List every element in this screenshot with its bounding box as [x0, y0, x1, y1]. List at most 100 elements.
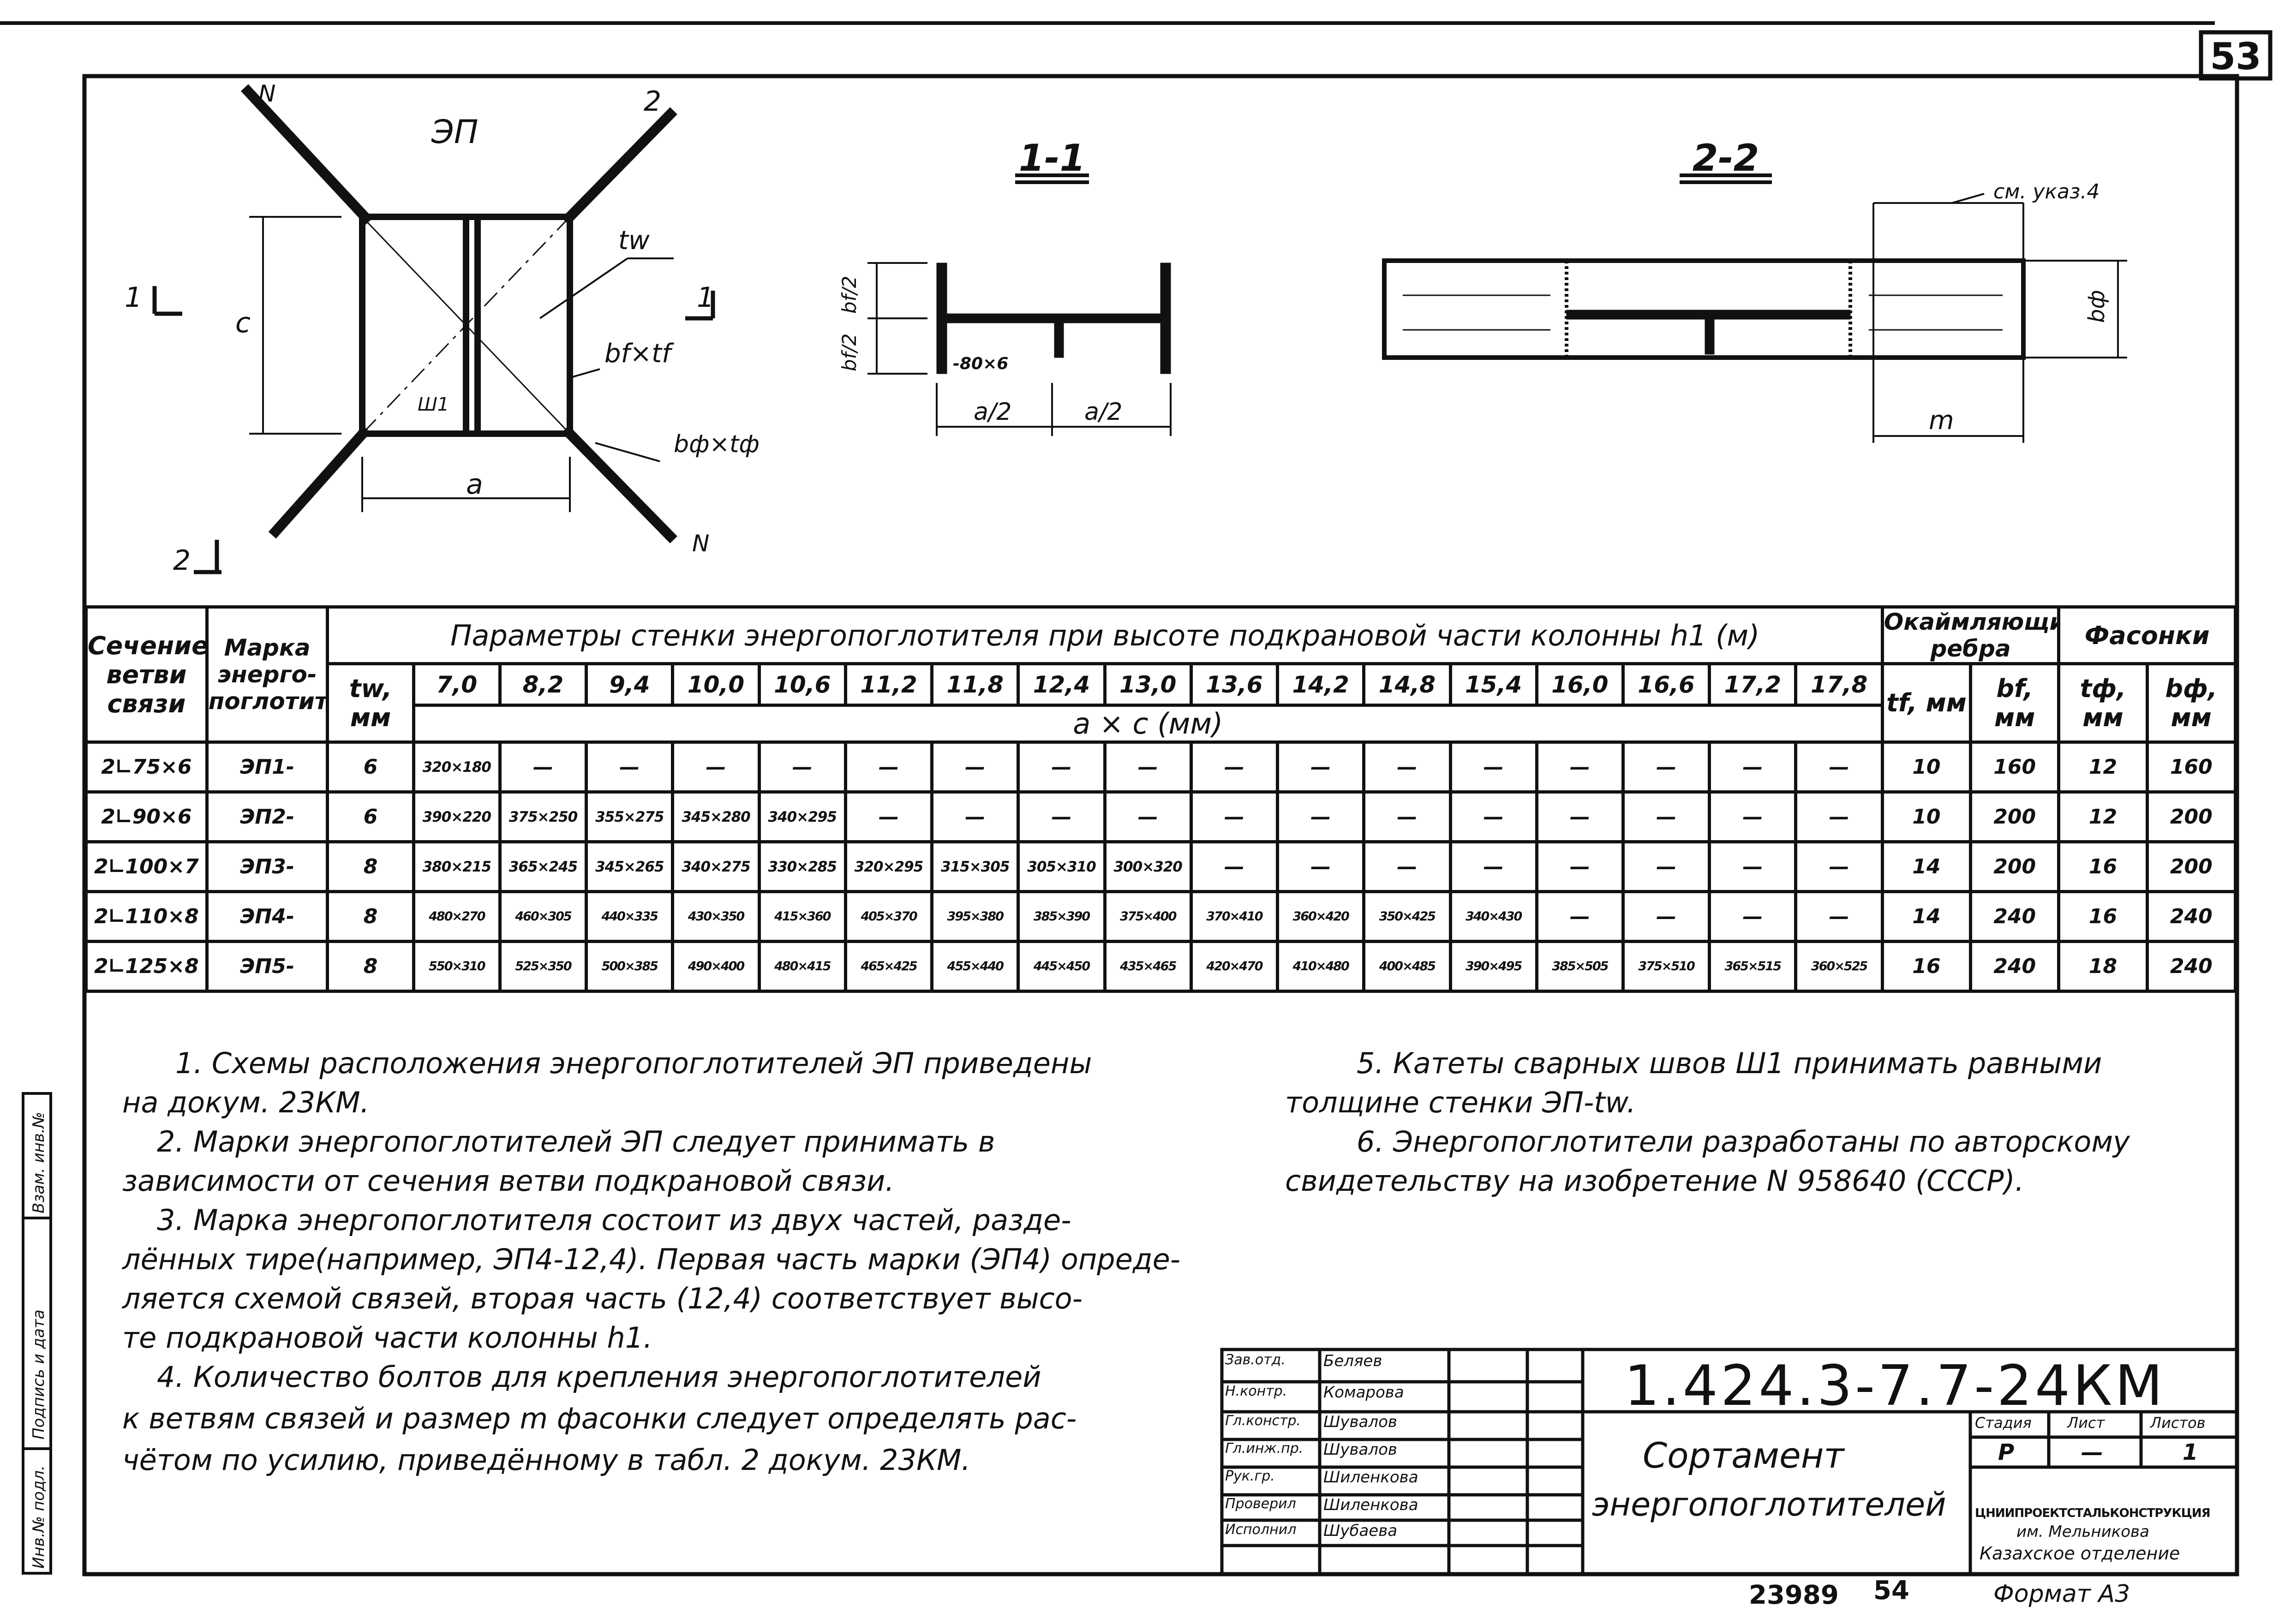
table-cell: — [1794, 840, 1884, 893]
side-stamp [22, 1092, 52, 1575]
table-cell: 2∟125×8 [84, 940, 209, 993]
header-bf: bf, мм [1969, 662, 2061, 744]
org-name-3: Казахское отделение [1980, 1543, 2180, 1564]
table-cell: 465×425 [843, 940, 934, 993]
side-stamp-replace: Взам. инв.№ [30, 1112, 48, 1213]
org-name-1: ЦНИИПРОЕКТСТАЛЬКОНСТРУКЦИЯ [1975, 1506, 2211, 1520]
header-tf: tf, мм [1880, 662, 1973, 744]
table-cell: 355×275 [585, 790, 675, 843]
role-label: Гл.констр. [1225, 1413, 1301, 1429]
n-label-bottom: N [692, 530, 709, 557]
note-5b: толщине стенки ЭП-tw. [1285, 1086, 1636, 1119]
sheet-number: 53 [2210, 35, 2261, 78]
ep-view [152, 84, 715, 574]
table-cell: — [1189, 790, 1280, 843]
table-cell: 375×510 [1621, 940, 1711, 993]
table-cell: 240 [1969, 940, 2061, 993]
doc-code: 1.424.3-7.7-24КМ [1624, 1354, 2165, 1418]
table-cell: — [1535, 790, 1625, 843]
table-cell: — [1621, 790, 1711, 843]
table-cell: — [1017, 790, 1107, 843]
table-cell: 480×415 [757, 940, 847, 993]
table-cell: 390×495 [1448, 940, 1538, 993]
table-cell: 345×280 [671, 790, 761, 843]
table-cell: — [930, 790, 1020, 843]
table-cell: 2∟90×6 [84, 790, 209, 843]
header-tph: tф, мм [2057, 662, 2149, 744]
table-cell: — [1189, 840, 1280, 893]
table-cell: 8 [326, 840, 415, 893]
table-cell: — [1621, 840, 1711, 893]
table-cell: 200 [1969, 840, 2061, 893]
table-cell: 300×320 [1103, 840, 1193, 893]
plate-label: -80×6 [953, 354, 1008, 373]
header-ribs: Окаймляющие ребра [1880, 605, 2061, 665]
bph-tph-label: bф×tф [674, 430, 760, 458]
person-name: Комарова [1323, 1383, 1404, 1402]
table-cell: 240 [2145, 940, 2237, 993]
table-cell: 8 [326, 890, 415, 943]
table-cell: — [1362, 840, 1452, 893]
table-cell: — [1794, 790, 1884, 843]
dim-a2-left: a/2 [974, 398, 1011, 426]
table-cell: — [1362, 740, 1452, 794]
table-cell: — [671, 740, 761, 794]
section-2-2 [1382, 173, 2127, 443]
height-col: 17,2 [1708, 662, 1798, 707]
table-cell: — [1794, 890, 1884, 943]
table-cell: 16 [2057, 840, 2149, 893]
note-4c: чётом по усилию, приведённому в табл. 2 … [122, 1443, 971, 1477]
section-mark-2-top: 2 [644, 85, 661, 118]
table-cell: 340×275 [671, 840, 761, 893]
table-cell: ЭП4- [205, 890, 329, 943]
note-ref-label: см. указ.4 [1993, 180, 2100, 203]
weld-label: Ш1 [418, 394, 449, 415]
doc-name-2: энергопоглотителей [1592, 1486, 1946, 1523]
table-cell: 320×180 [412, 740, 502, 794]
height-col: 10,0 [671, 662, 761, 707]
table-cell: 360×525 [1794, 940, 1884, 993]
dim-a-label: a [466, 468, 483, 501]
table-cell: 360×420 [1276, 890, 1366, 943]
table-cell: 18 [2057, 940, 2149, 993]
table-cell: 8 [326, 940, 415, 993]
header-params: Параметры стенки энергопоглотителя при в… [326, 605, 1884, 665]
person-name: Беляев [1323, 1352, 1382, 1370]
side-stamp-sign: Подпись и дата [30, 1309, 48, 1439]
height-col: 17,8 [1794, 662, 1884, 707]
table-cell: — [1794, 740, 1884, 794]
table-cell: 160 [2145, 740, 2237, 794]
person-name: Шубаева [1323, 1522, 1398, 1540]
table-cell: — [1276, 840, 1366, 893]
table-cell: 390×220 [412, 790, 502, 843]
table-cell: 16 [2057, 890, 2149, 943]
table-cell: 240 [1969, 890, 2061, 943]
table-cell: 16 [1880, 940, 1973, 993]
header-gussets: Фасонки [2057, 605, 2237, 665]
note-3a: 3. Марка энергопоглотителя состоит из дв… [157, 1203, 1071, 1237]
section-1-1 [867, 173, 1172, 436]
table-cell: 525×350 [498, 940, 588, 993]
table-cell: 460×305 [498, 890, 588, 943]
table-cell: 200 [2145, 840, 2237, 893]
table-cell: 385×390 [1017, 890, 1107, 943]
bf2-top: bf/2 [838, 276, 861, 314]
dim-m-label: m [1929, 406, 1954, 436]
table-cell: 455×440 [930, 940, 1020, 993]
table-cell: 415×360 [757, 890, 847, 943]
sheet-header: Лист [2067, 1414, 2105, 1432]
height-col: 14,2 [1276, 662, 1366, 707]
table-cell: 375×250 [498, 790, 588, 843]
note-5a: 5. Катеты сварных швов Ш1 принимать равн… [1357, 1046, 2102, 1080]
sheets-value: 1 [2183, 1439, 2198, 1465]
height-col: 14,8 [1362, 662, 1452, 707]
table-cell: 410×480 [1276, 940, 1366, 993]
section-1-1-title: 1-1 [1019, 137, 1086, 179]
table-cell: — [757, 740, 847, 794]
height-col: 9,4 [585, 662, 675, 707]
role-label: Рук.гр. [1225, 1468, 1275, 1484]
